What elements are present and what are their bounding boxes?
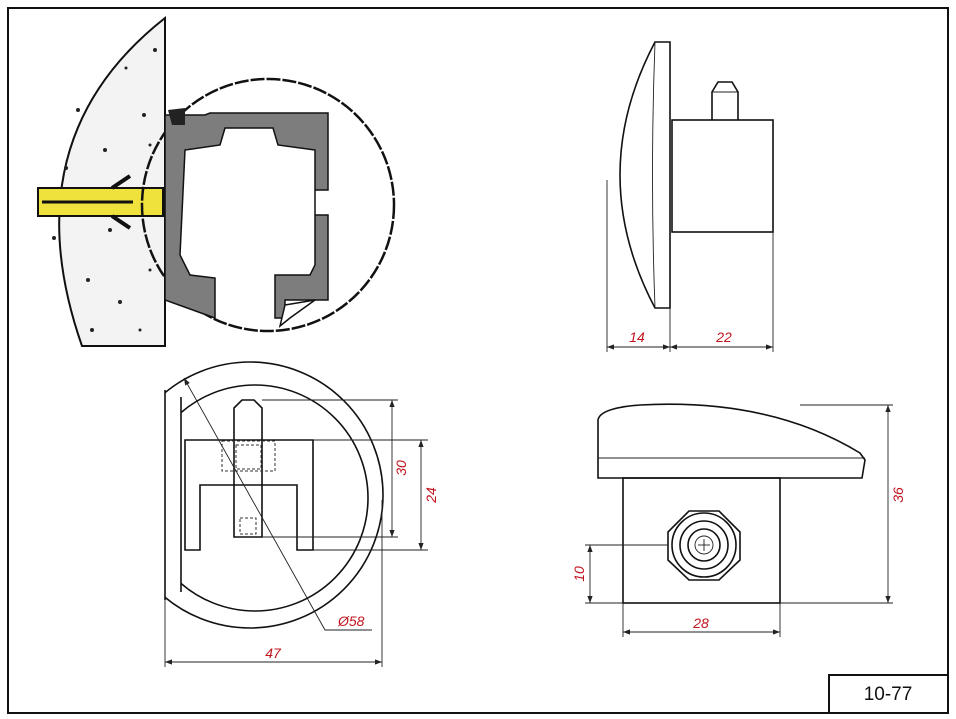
section-view bbox=[37, 15, 396, 347]
dim-diameter: Ø58 bbox=[337, 613, 365, 629]
concrete-wall bbox=[58, 15, 166, 347]
nut bbox=[667, 510, 741, 581]
dim-height: 36 bbox=[890, 487, 906, 503]
rail-profile bbox=[164, 112, 329, 320]
side-view: 14 22 bbox=[606, 41, 774, 352]
front-view: 30 24 Ø58 47 bbox=[164, 361, 439, 667]
dim-cap-depth: 14 bbox=[629, 329, 645, 345]
dim-pin-offset: 10 bbox=[571, 566, 587, 582]
dim-body-width: 28 bbox=[692, 615, 709, 631]
dim-body-height: 24 bbox=[423, 487, 439, 504]
pin bbox=[711, 81, 739, 120]
drawing-number: 10-77 bbox=[864, 684, 913, 705]
sheet-border bbox=[7, 7, 949, 714]
dim-body-depth: 22 bbox=[715, 329, 732, 345]
top-view: 36 10 28 bbox=[571, 403, 906, 637]
concrete-speckles bbox=[52, 48, 157, 332]
cover-shell bbox=[140, 77, 396, 333]
title-block bbox=[828, 674, 949, 714]
dim-width: 47 bbox=[265, 645, 282, 661]
dim-pin-height: 30 bbox=[393, 460, 409, 476]
